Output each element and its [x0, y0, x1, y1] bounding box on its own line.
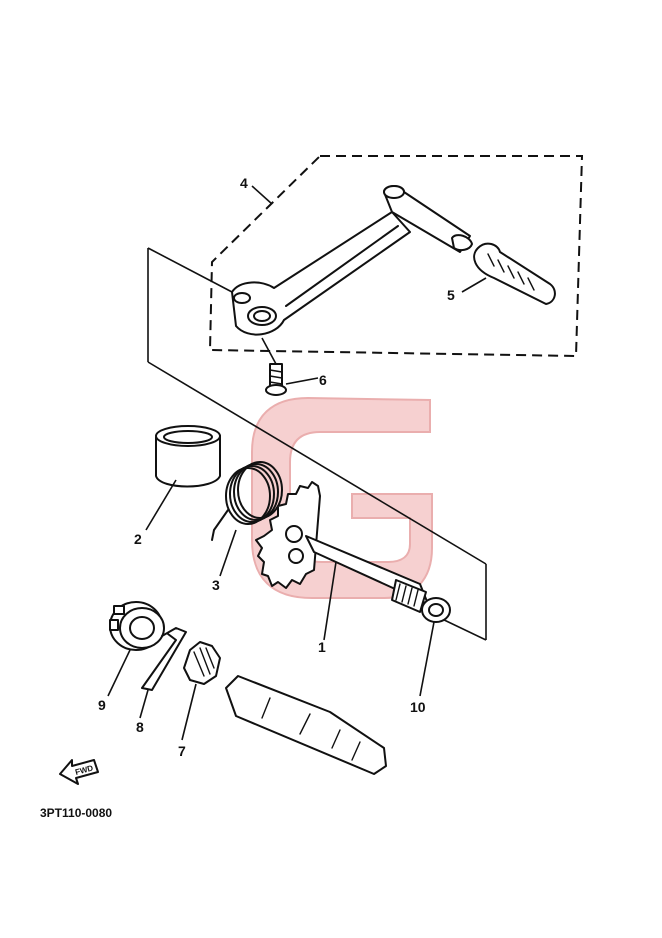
callout-7: 7 — [178, 743, 186, 759]
crank-bolt — [261, 337, 287, 396]
callout-2: 2 — [134, 531, 142, 547]
leader-lines — [107, 185, 487, 741]
kick-shaft-gear — [255, 481, 429, 613]
callout-6: 6 — [319, 372, 327, 388]
washer — [421, 597, 451, 623]
kick-shaft-collar — [155, 425, 221, 488]
diagram-code: 3PT110-0080 — [40, 806, 112, 820]
callout-5: 5 — [447, 287, 455, 303]
kick-idle-gear — [183, 641, 221, 685]
callout-10: 10 — [410, 699, 426, 715]
callout-9: 9 — [98, 697, 106, 713]
callout-8: 8 — [136, 719, 144, 735]
forward-direction-arrow: FWD — [59, 759, 99, 785]
kick-grip — [473, 242, 556, 305]
kick-crank-assembly-outline — [208, 155, 584, 358]
callouts: 1 2 3 4 5 6 7 8 9 10 — [98, 175, 455, 759]
ratchet-spring-clip — [141, 627, 187, 691]
shaft-group-outline — [147, 247, 487, 641]
kick-return-spring — [211, 461, 283, 541]
ratchet — [109, 601, 165, 651]
callout-1: 1 — [318, 639, 326, 655]
callout-3: 3 — [212, 577, 220, 593]
kick-crank-lever — [231, 185, 473, 336]
callout-4: 4 — [240, 175, 248, 191]
output-shaft — [225, 675, 387, 775]
